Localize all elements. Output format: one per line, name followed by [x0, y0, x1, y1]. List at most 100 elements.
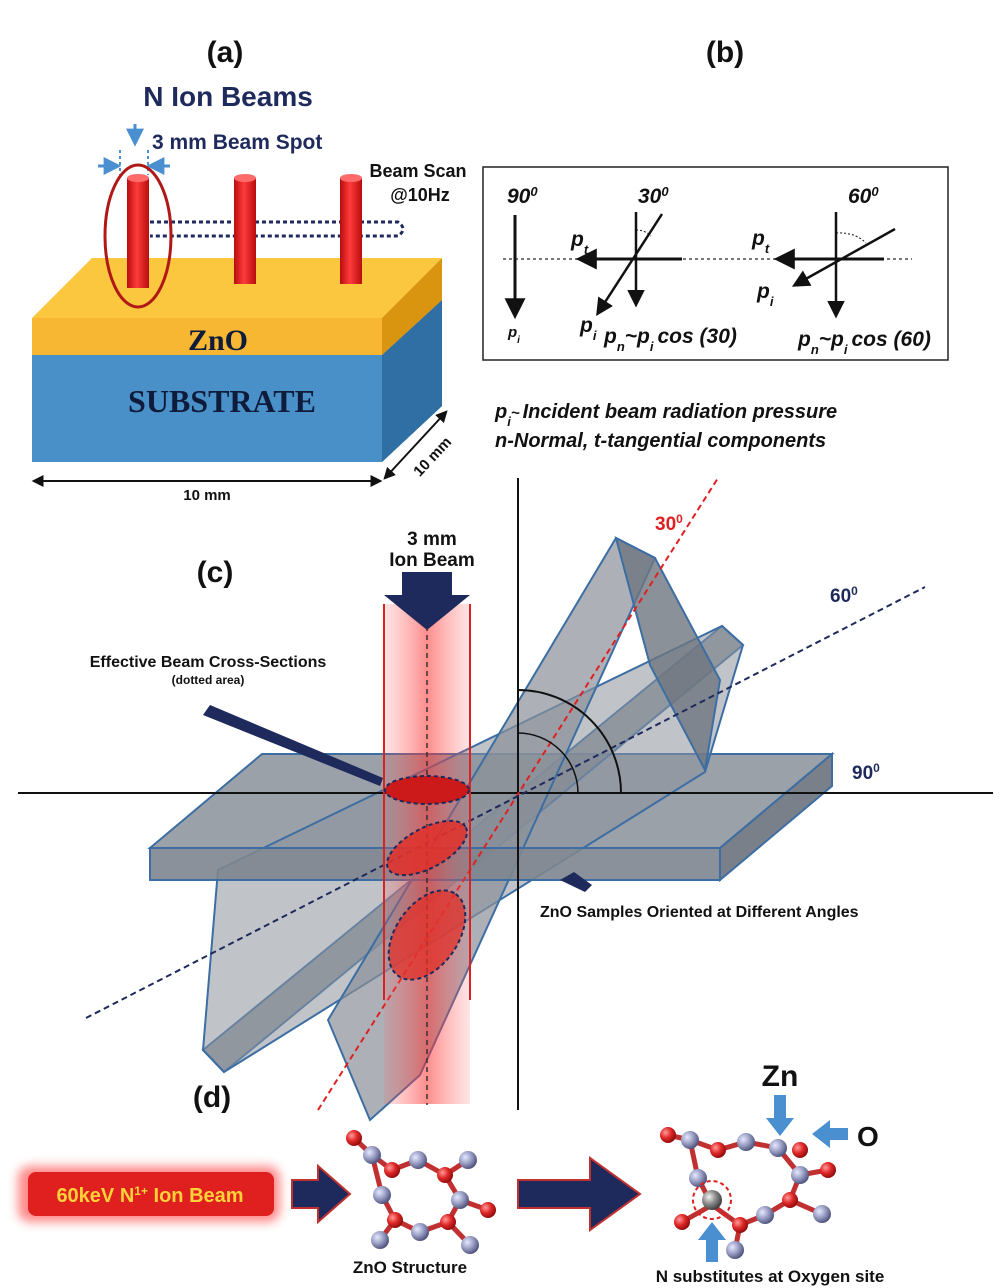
o-atom: [437, 1167, 453, 1183]
ion-beam-bar: [28, 1172, 274, 1216]
ion-beam-bar-label: 60keV N1+ Ion Beam: [56, 1184, 243, 1207]
substrate-front: [32, 355, 382, 462]
panel-a: (a) N Ion Beams 3 mm Beam Spot Beam Scan…: [31, 36, 467, 504]
n-pointer: [698, 1222, 726, 1262]
o-atom: [674, 1214, 690, 1230]
ion-beam-rod-2: [234, 178, 256, 284]
o-atom: [346, 1130, 362, 1146]
zno-film-front: [32, 318, 382, 355]
angle-30-label: 300: [638, 184, 669, 209]
ion-beam-rod-1: [127, 178, 149, 288]
zn-atom: [769, 1139, 787, 1157]
o-atom: [387, 1212, 403, 1228]
zn-atom: [371, 1231, 389, 1249]
beam-scan-label: Beam Scan: [369, 161, 466, 181]
samples-pointer: [560, 872, 592, 892]
effective-cross-section-sub: (dotted area): [172, 673, 245, 687]
ion-beam-size: 3 mm: [407, 529, 457, 550]
beam-highlight-ellipse: [103, 163, 173, 309]
legend-line-2: n-Normal, t-tangential components: [495, 430, 826, 452]
o-pointer: [812, 1120, 848, 1148]
ion-beam-label: Ion Beam: [389, 550, 475, 571]
n-substitution-marker: [692, 1180, 732, 1220]
ion-beam-rod-3: [340, 178, 362, 284]
pi-label-90: pi: [507, 324, 520, 346]
doped-structure: [660, 1127, 836, 1259]
beam-spot-label: 3 mm Beam Spot: [152, 131, 322, 154]
depth-dimension-label: 10 mm: [410, 434, 455, 480]
pt-label-60: pt: [751, 227, 770, 256]
o-atom: [820, 1162, 836, 1178]
panel-c: (c) 3 mm Ion Beam Effective Beam Cross-S…: [18, 477, 993, 1122]
n-substitution-label: N substitutes at Oxygen site: [656, 1267, 885, 1286]
zn-atom: [681, 1131, 699, 1149]
panel-d-label: (d): [193, 1081, 231, 1114]
angle-30-c-label: 300: [655, 512, 683, 535]
angle-90-c-label: 900: [852, 761, 880, 784]
n-ion-beams-title: N Ion Beams: [143, 81, 313, 112]
angle-60-label: 600: [848, 184, 879, 209]
cross-section-30: [387, 889, 467, 981]
angle-arc-inner: [517, 732, 579, 794]
n-atom: [702, 1190, 722, 1210]
zn-atom: [726, 1241, 744, 1259]
substrate-label: SUBSTRATE: [128, 383, 316, 419]
zno-structure: [346, 1130, 496, 1254]
pi-arrow-30: [596, 213, 664, 316]
angle-90-label: 900: [507, 184, 538, 209]
zno-film-label: ZnO: [188, 324, 248, 357]
o-atom: [660, 1127, 676, 1143]
panel-d: (d) 60keV N1+ Ion Beam: [18, 1060, 884, 1286]
o-label: O: [857, 1121, 879, 1152]
o-atom: [732, 1217, 748, 1233]
zn-atom: [461, 1236, 479, 1254]
o-atom: [792, 1142, 808, 1158]
pi-arrow-60: [791, 227, 896, 287]
o-atom: [384, 1162, 400, 1178]
ion-beam-arrow: [384, 572, 470, 630]
zn-pointer: [766, 1095, 794, 1136]
o-atom: [782, 1192, 798, 1208]
o-atom: [710, 1142, 726, 1158]
beam-scan-rate: @10Hz: [390, 185, 450, 205]
process-arrow-1: [291, 1163, 352, 1225]
zn-atom: [411, 1223, 429, 1241]
effective-pointer: [203, 705, 383, 786]
zn-atom: [756, 1206, 774, 1224]
panel-b-label: (b): [706, 36, 744, 69]
zn-atom: [409, 1151, 427, 1169]
process-arrow-2: [517, 1156, 642, 1232]
panel-a-label: (a): [207, 36, 244, 69]
pt-label-30: pt: [570, 228, 589, 257]
zn-atom: [451, 1191, 469, 1209]
beam-scan-path: [150, 220, 405, 238]
panel-c-label: (c): [197, 556, 234, 589]
zn-atom: [813, 1205, 831, 1223]
zn-atom: [363, 1146, 381, 1164]
angle-60-line: [85, 586, 926, 1019]
zn-label: Zn: [762, 1060, 799, 1093]
cross-section-90: [384, 775, 470, 805]
sample-30-side: [614, 536, 722, 774]
zn-atom: [373, 1186, 391, 1204]
sample-90-side: [719, 751, 833, 883]
width-dimension-label: 10 mm: [183, 487, 231, 504]
zn-atom: [459, 1151, 477, 1169]
zn-atom: [737, 1133, 755, 1151]
samples-oriented-label: ZnO Samples Oriented at Different Angles: [540, 904, 859, 921]
zn-atom: [791, 1166, 809, 1184]
cross-section-60: [386, 819, 468, 877]
zno-structure-label: ZnO Structure: [353, 1258, 467, 1277]
pi-label-30: pi: [579, 314, 597, 343]
o-atom: [480, 1202, 496, 1218]
panel-b-box: [482, 166, 949, 361]
depth-dimension: [383, 410, 448, 480]
effective-cross-section-label: Effective Beam Cross-Sections: [90, 654, 327, 671]
o-atom: [440, 1214, 456, 1230]
angle-arc-outer: [517, 689, 622, 794]
angle-60-c-label: 600: [830, 584, 858, 607]
legend-line-1: pi~Incident beam radiation pressure: [494, 401, 837, 429]
